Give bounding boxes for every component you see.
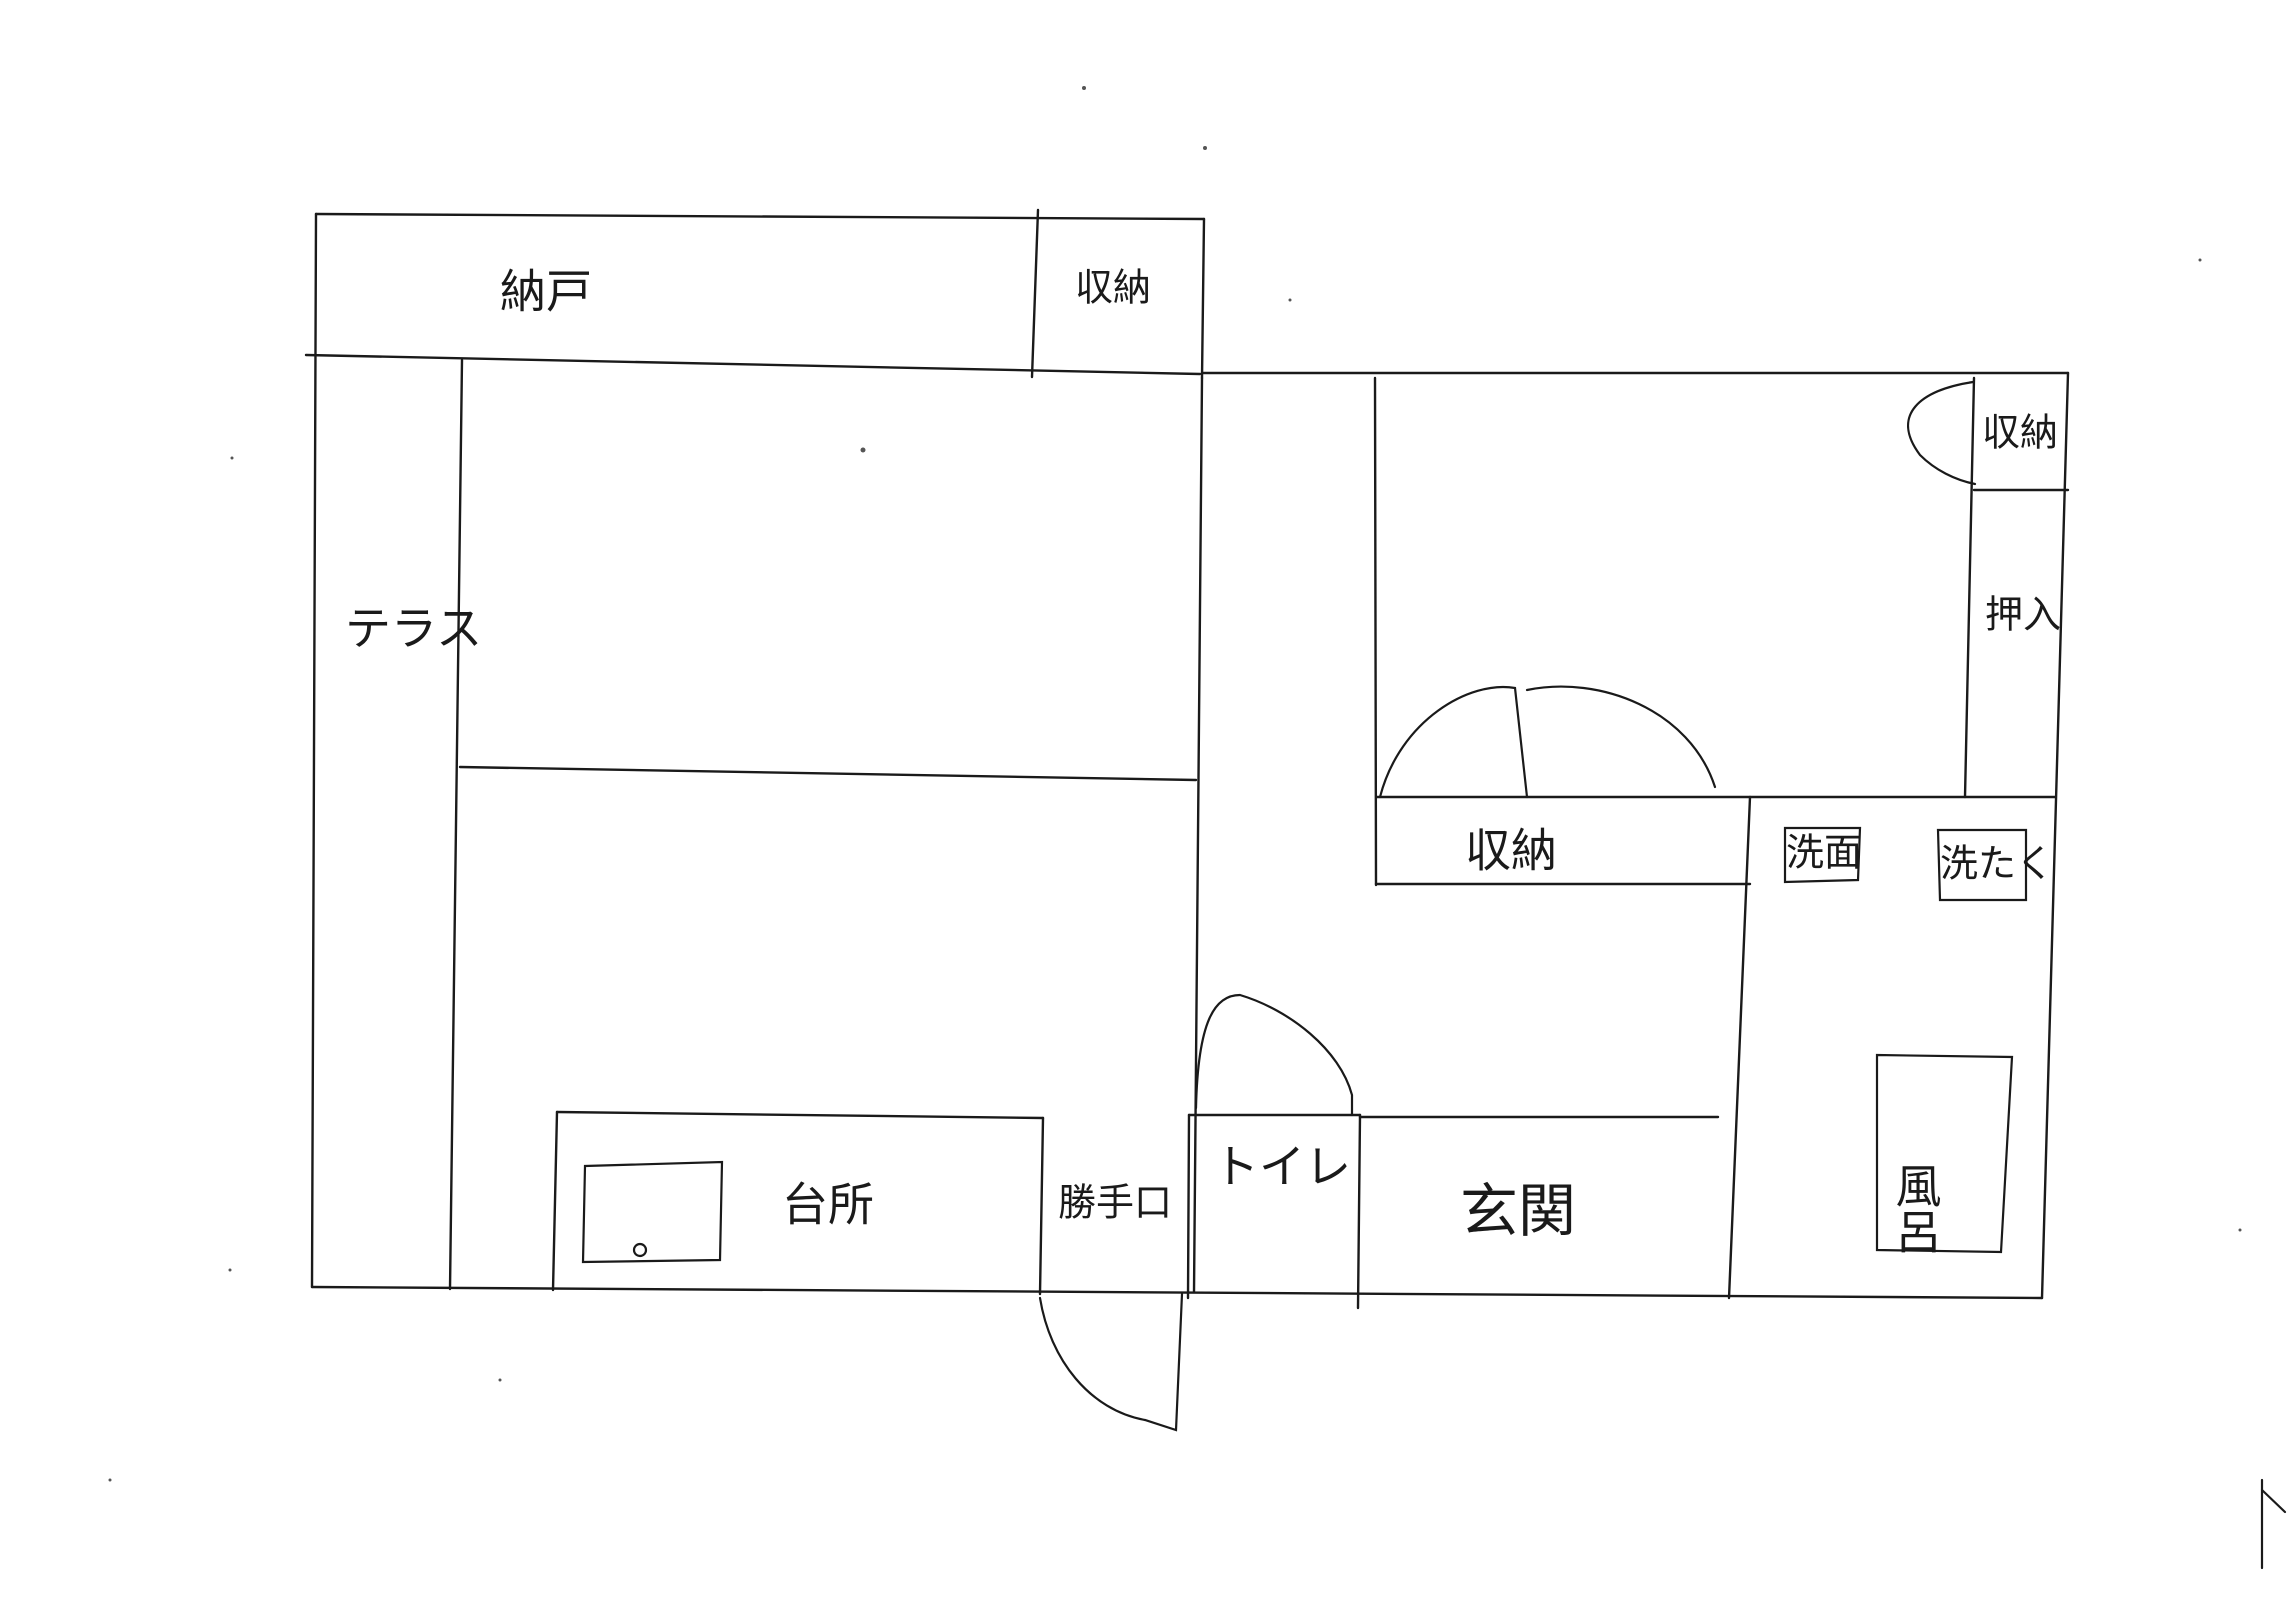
wall-nando-bottom xyxy=(304,353,1202,376)
wall-kitchen-top xyxy=(555,1110,1045,1120)
label-nando: 納戸 xyxy=(500,265,592,319)
label-sentaku: 洗たく xyxy=(1940,842,2054,886)
speck xyxy=(2238,1228,2242,1232)
wall-terrace xyxy=(448,358,464,1291)
door-arc-left xyxy=(1378,685,1529,799)
room-labels: 納戸 収納 テラス 収納 押入 収納 洗面 洗たく 風呂 台所 勝手口 トイレ … xyxy=(345,265,2061,1255)
wall-left-mid-top xyxy=(1200,217,1206,380)
wall-right-room-left xyxy=(1373,376,1378,887)
wall-kitchen-left xyxy=(551,1110,559,1292)
speck xyxy=(1288,298,1292,302)
wall-toilet-right xyxy=(1356,1113,1362,1310)
wall-center-vertical xyxy=(1192,376,1204,1294)
wall-storage-top-divider xyxy=(1030,208,1040,379)
speck xyxy=(1203,146,1207,150)
label-senmen: 洗面 xyxy=(1786,831,1862,875)
sink-drain xyxy=(632,1242,648,1258)
wall-bottom xyxy=(310,1285,2044,1300)
label-storage-middle: 収納 xyxy=(1465,824,1557,878)
door-arc-toilet xyxy=(1194,993,1354,1117)
speck xyxy=(860,447,866,453)
door-arc-katteguchi xyxy=(1038,1292,1184,1432)
wall-room-divider xyxy=(458,765,1198,782)
label-oshiire: 押入 xyxy=(1985,593,2061,637)
label-daidokoro: 台所 xyxy=(782,1178,874,1232)
label-genkan: 玄関 xyxy=(1460,1177,1576,1245)
speck xyxy=(108,1478,112,1482)
washing-machine-box xyxy=(1936,828,2028,902)
wall-left xyxy=(310,212,318,1289)
door-arc-closet xyxy=(1907,380,1977,486)
label-storage-top: 収納 xyxy=(1075,266,1151,310)
speck xyxy=(1082,86,1086,90)
wall-closet-left xyxy=(1963,376,1976,799)
doors xyxy=(1038,380,1977,1432)
label-storage-small: 収納 xyxy=(1982,411,2058,455)
bathtub xyxy=(1875,1053,2014,1254)
kitchen-sink xyxy=(581,1160,724,1264)
speck xyxy=(2198,258,2202,262)
label-terrace: テラス xyxy=(345,602,482,656)
label-furo: 風呂 xyxy=(1889,1162,1943,1254)
fixtures xyxy=(581,826,2028,1264)
scan-specks xyxy=(108,86,2287,1570)
interior-walls xyxy=(304,208,2070,1310)
outer-walls xyxy=(310,212,2070,1300)
label-toilet: トイレ xyxy=(1213,1140,1351,1194)
speck xyxy=(228,1268,232,1272)
wall-right xyxy=(2040,371,2070,1300)
wall-toilet-left xyxy=(1186,1113,1191,1300)
scan-mark xyxy=(2260,1488,2287,1514)
wall-bath-left xyxy=(1727,795,1752,1300)
label-katteguchi: 勝手口 xyxy=(1058,1181,1172,1225)
wall-kitchen-right xyxy=(1038,1116,1045,1296)
wall-top-left xyxy=(314,212,1206,221)
washbasin-box xyxy=(1783,826,1862,884)
speck xyxy=(498,1378,502,1382)
door-arc-right xyxy=(1525,685,1717,789)
speck xyxy=(230,456,234,460)
